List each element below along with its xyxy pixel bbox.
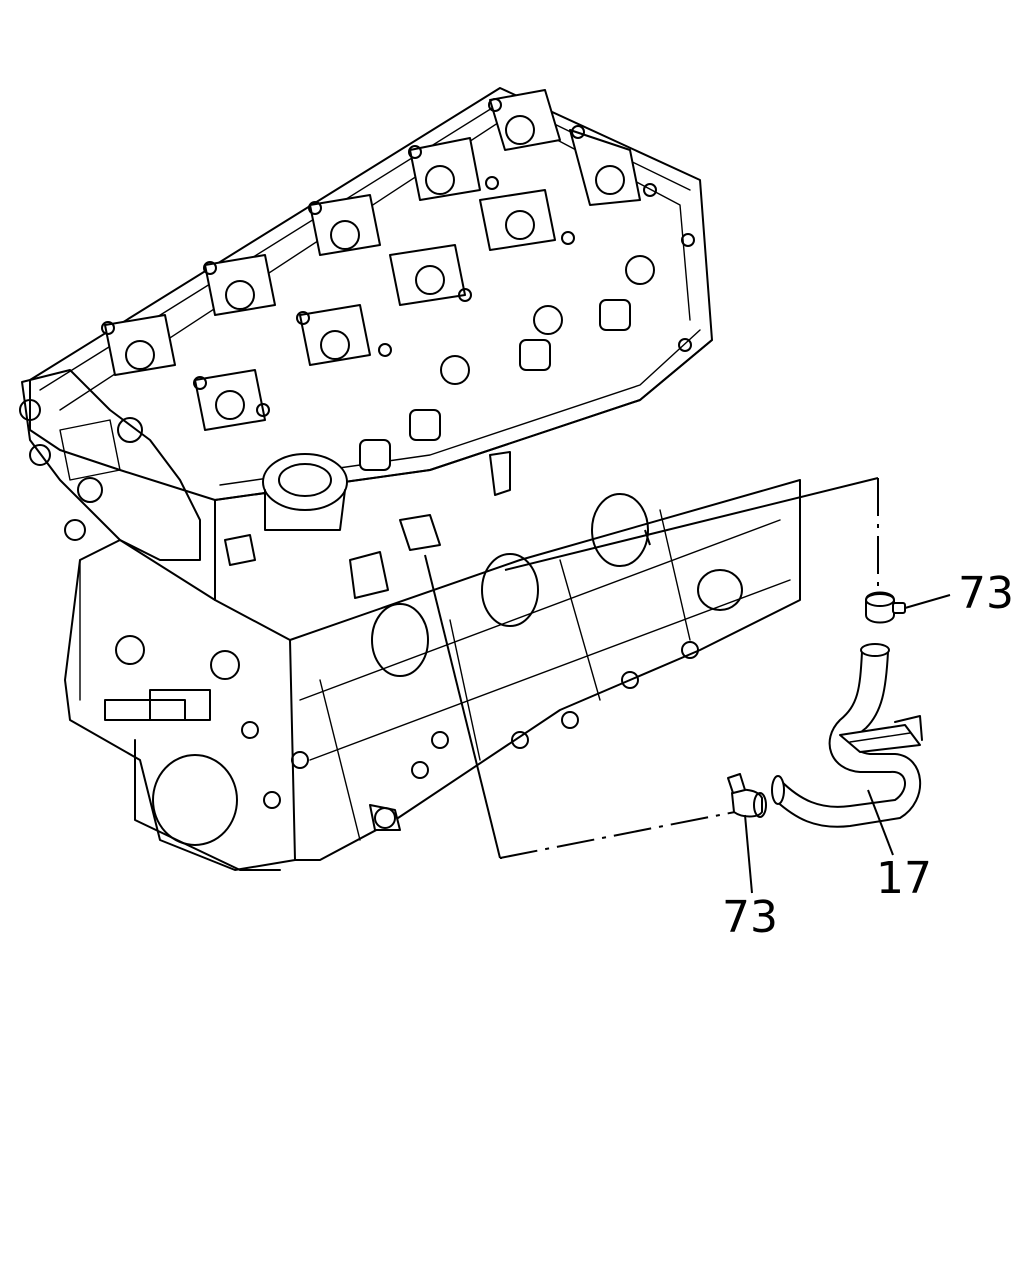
coolant-hose [771,643,923,828]
hose-clamp-lower [727,773,767,818]
hose-clamp-upper [865,591,906,624]
bearing-bosses [369,641,699,831]
leader-clamp-upper [904,594,951,609]
intake-ports [359,255,655,471]
callout-clamp-lower: 73 [722,892,778,943]
callout-hose: 17 [876,853,932,904]
thermostat-housing [262,453,348,531]
callout-clamp-upper: 73 [958,568,1014,619]
cylinder-bores [371,493,743,677]
leader-clamp-lower [744,814,753,894]
water-outlet-pipes [224,451,511,599]
engine-block-drawing [19,87,801,871]
block-front-holes [104,635,309,809]
reference-lines [424,477,879,859]
camshaft-caps [104,89,641,431]
head-bolts [101,98,695,417]
front-timing-housing [19,369,201,561]
leader-hose [867,789,894,856]
